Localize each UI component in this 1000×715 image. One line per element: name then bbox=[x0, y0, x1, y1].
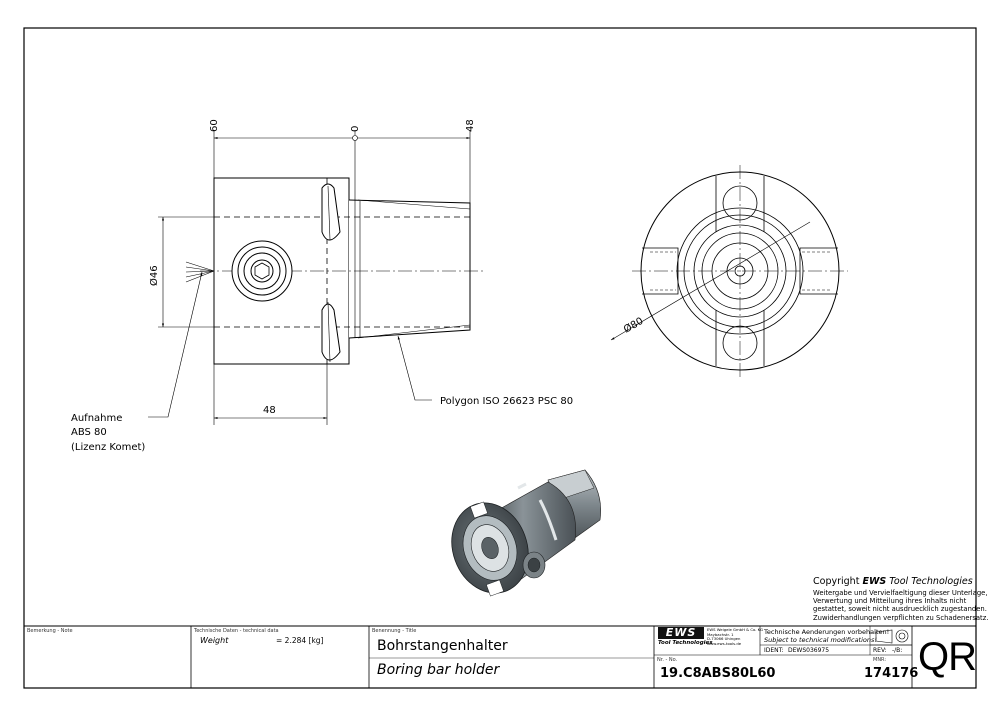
front-view bbox=[610, 165, 848, 377]
copyright-line: gestattet, soweit nicht ausdruecklich zu… bbox=[813, 605, 987, 614]
company-line: Maybachstr. 1 bbox=[707, 631, 734, 637]
isometric-view bbox=[451, 469, 601, 597]
company-line: www.ews-tools.de bbox=[707, 640, 742, 646]
copyright-brand: EWS bbox=[862, 576, 887, 587]
dim-48-top-label: 48 bbox=[465, 119, 476, 132]
polygon-callout: Polygon ISO 26623 PSC 80 bbox=[440, 396, 573, 407]
title-block bbox=[24, 625, 976, 688]
ident-label: IDENT: bbox=[764, 647, 784, 654]
ews-logo-subtitle: Tool Technologies bbox=[658, 640, 713, 646]
weight-label: Weight bbox=[200, 636, 229, 645]
copyright-prefix: Copyright bbox=[813, 576, 863, 587]
title-label: Benennung - Title bbox=[372, 628, 417, 634]
screw-outer bbox=[231, 240, 293, 302]
bottom-slot bbox=[321, 303, 341, 361]
copyright-line: Weitergabe und Vervielfaeltigung dieser … bbox=[813, 589, 988, 597]
company-line: EWS Weigele GmbH & Co. KG bbox=[707, 627, 764, 632]
weight-value: = 2.284 [kg] bbox=[276, 636, 324, 645]
tech-data-label: Technische Daten - technical data bbox=[194, 628, 279, 634]
copyright-notice: Weitergabe und Vervielfaeltigung dieser … bbox=[813, 589, 988, 622]
dim-48-bottom-label: 48 bbox=[263, 405, 276, 416]
changes-german: Technische Aenderungen vorbehalten! bbox=[764, 628, 890, 636]
company-line: D-73066 Uhingen bbox=[707, 636, 741, 642]
rev-label: REV: bbox=[873, 647, 887, 654]
copyright-title: Copyright EWS Tool Technologies bbox=[813, 576, 973, 587]
copyright-suffix: Tool Technologies bbox=[886, 576, 973, 587]
rev-value: -/B: bbox=[892, 647, 903, 654]
aufnahme-callout-line2: ABS 80 bbox=[71, 427, 107, 438]
shank-outline bbox=[348, 199, 471, 339]
remark-label: Bemerkung - Note bbox=[27, 628, 73, 634]
side-view bbox=[148, 130, 485, 425]
title-english: Boring bar holder bbox=[377, 662, 500, 678]
part-number: 19.C8ABS80L60 bbox=[660, 666, 776, 681]
title-german: Bohrstangenhalter bbox=[377, 638, 508, 654]
sheet-border bbox=[23, 27, 977, 689]
copyright-line: Verwertung und Mitteilung ihres Inhalts … bbox=[813, 597, 967, 606]
dim-46-label: Ø46 bbox=[148, 265, 160, 286]
aufnahme-callout-line1: Aufnahme bbox=[71, 413, 122, 424]
dim-60-label: 60 bbox=[209, 119, 220, 132]
dim-80-label: Ø80 bbox=[622, 315, 646, 336]
company-address: EWS Weigele GmbH & Co. KG Maybachstr. 1 … bbox=[707, 627, 764, 646]
top-slot bbox=[321, 183, 341, 241]
mnr-value: 174176 bbox=[864, 666, 919, 681]
dim-0-label: 0 bbox=[350, 126, 361, 132]
ews-logo: EWS bbox=[658, 627, 704, 639]
changes-english: Subject to technical modifications! bbox=[764, 636, 877, 644]
copyright-line: Zuwiderhandlungen verpflichten zu Schade… bbox=[813, 613, 989, 622]
ident-value: DEWS036975 bbox=[788, 647, 830, 654]
mnr-label: MNR: bbox=[873, 657, 887, 663]
nr-label: Nr. - No. bbox=[657, 657, 678, 663]
aufnahme-callout-line3: (Lizenz Komet) bbox=[71, 442, 145, 453]
qr-label: QR bbox=[918, 635, 977, 679]
